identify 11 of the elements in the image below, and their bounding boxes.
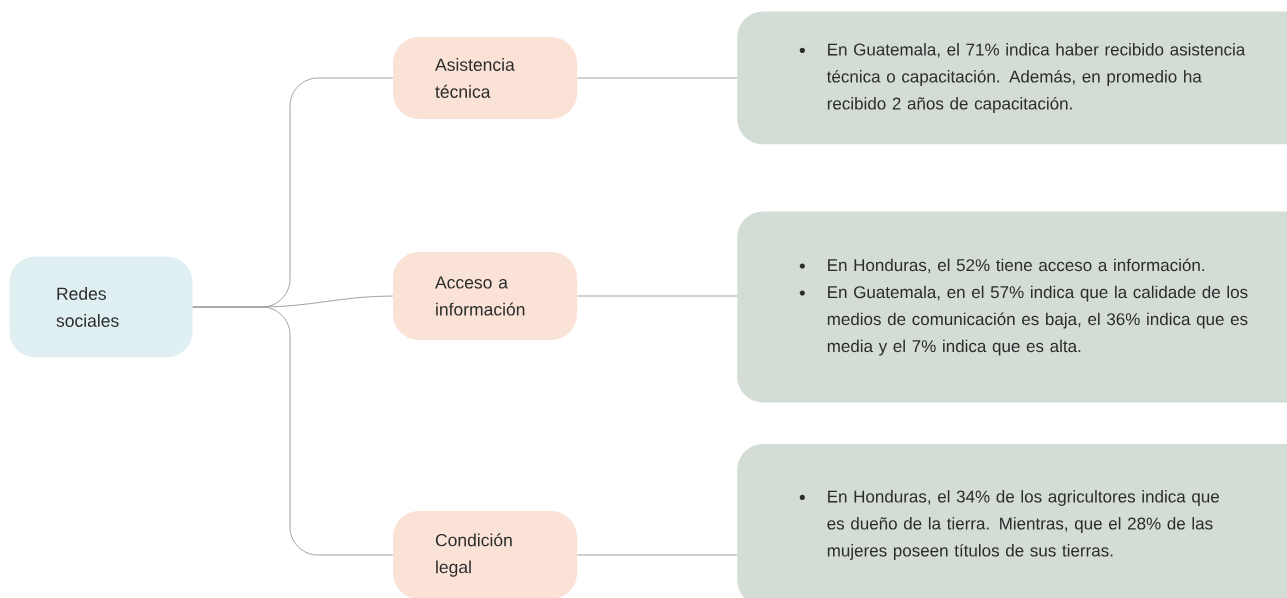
topic-box: Asistencia técnica xyxy=(393,37,577,119)
info-box: En Guatemala, el 71% indica haber recibido asistencia técnica o capacitación. Además, en promedio ha recibido 2 años de capacitación. xyxy=(737,11,1287,145)
connector-line xyxy=(192,306,394,556)
connector-line xyxy=(576,77,738,79)
connector-line xyxy=(576,295,738,297)
connector-line xyxy=(576,554,738,556)
info-box: En Honduras, el 52% tiene acceso a información. En Guatemala, en el 57% indica que la calidade de los medios de comunicación es baja, el 36% indica que es media y el 7% indica que es alta. xyxy=(737,211,1287,403)
topic-box: Condición legal xyxy=(393,511,577,598)
topic-box: Acceso a información xyxy=(393,252,577,340)
info-box: En Honduras, el 34% de los agricultores indica que es dueño de la tierra. Mientras, que el 28% de las mujeres poseen títulos de sus tierras. xyxy=(737,444,1287,598)
root-box: Redes sociales xyxy=(9,256,193,358)
